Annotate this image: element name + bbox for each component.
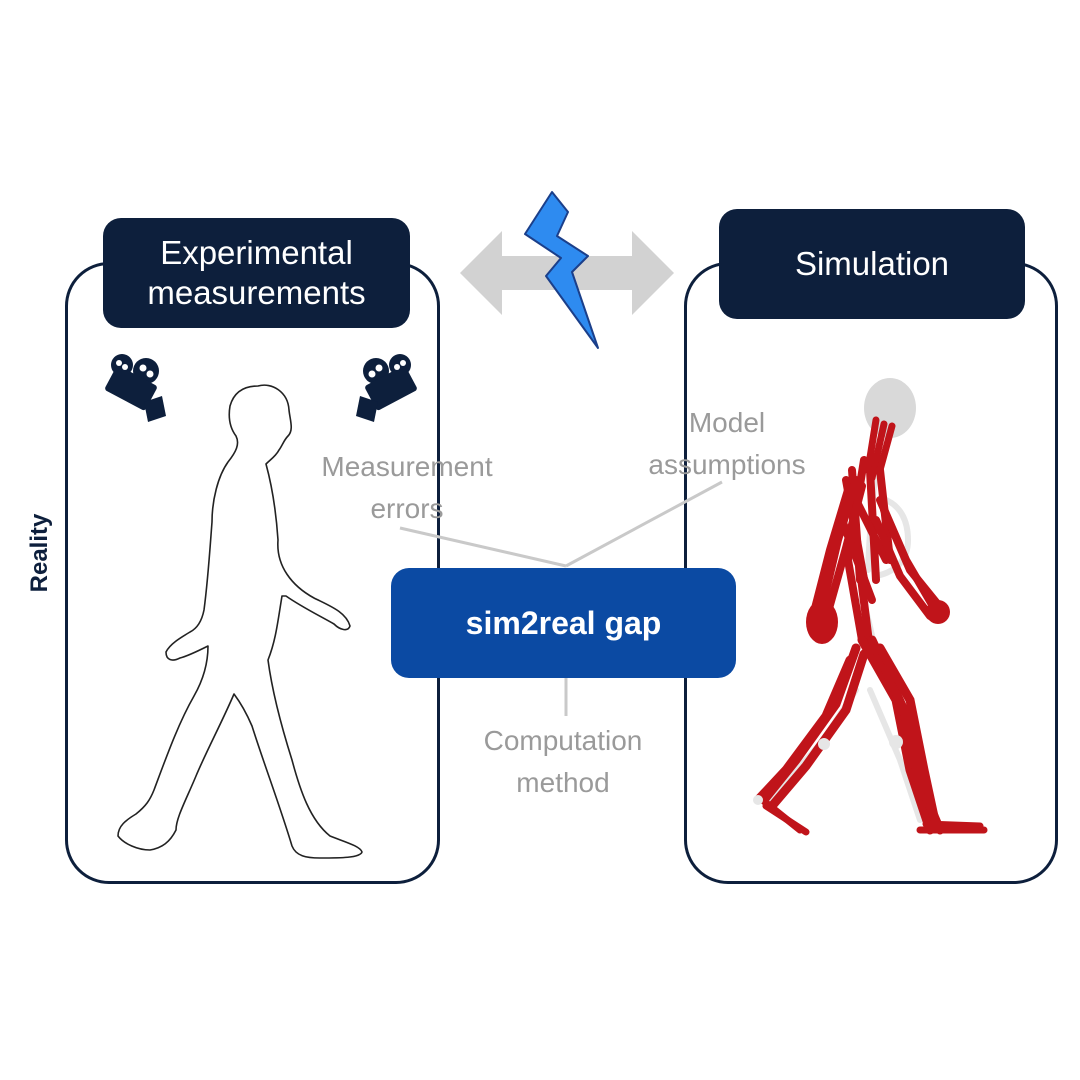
walking-person-outline (117, 384, 363, 859)
musculoskeletal-model (753, 378, 988, 836)
simulation-header: Simulation (719, 209, 1025, 319)
experimental-measurements-title: Experimental measurements (147, 234, 366, 311)
sim2real-gap-label: sim2real gap (465, 604, 662, 641)
model-assumptions-label: Model assumptions (648, 407, 806, 480)
simulation-panel (684, 262, 1058, 884)
experimental-measurements-header: Experimental measurements (103, 218, 410, 328)
reality-label: Reality (26, 513, 53, 593)
sim2real-gap-box: sim2real gap (391, 568, 736, 678)
model-connector (565, 480, 723, 568)
lightning-bolt-icon (524, 191, 599, 349)
measurement-errors-label: Measurement errors (321, 451, 493, 524)
simulation-title: Simulation (794, 245, 950, 282)
measurement-connector (399, 526, 567, 568)
video-camera-icon (356, 354, 417, 422)
video-camera-icon (105, 354, 166, 422)
computation-method-label: Computation method (483, 725, 643, 798)
